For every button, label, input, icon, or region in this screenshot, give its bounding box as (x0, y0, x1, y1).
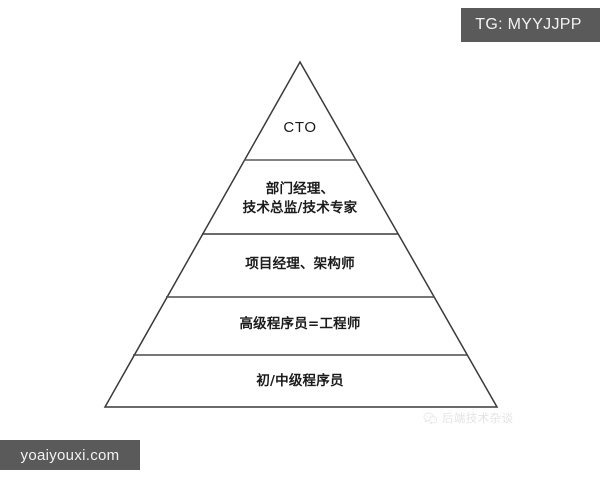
telegram-handle-badge: TG: MYYJJPP (461, 8, 600, 42)
telegram-handle-text: TG: MYYJJPP (475, 16, 582, 33)
site-url-text: yoaiyouxi.com (20, 446, 120, 464)
site-url-badge: yoaiyouxi.com (0, 440, 140, 470)
